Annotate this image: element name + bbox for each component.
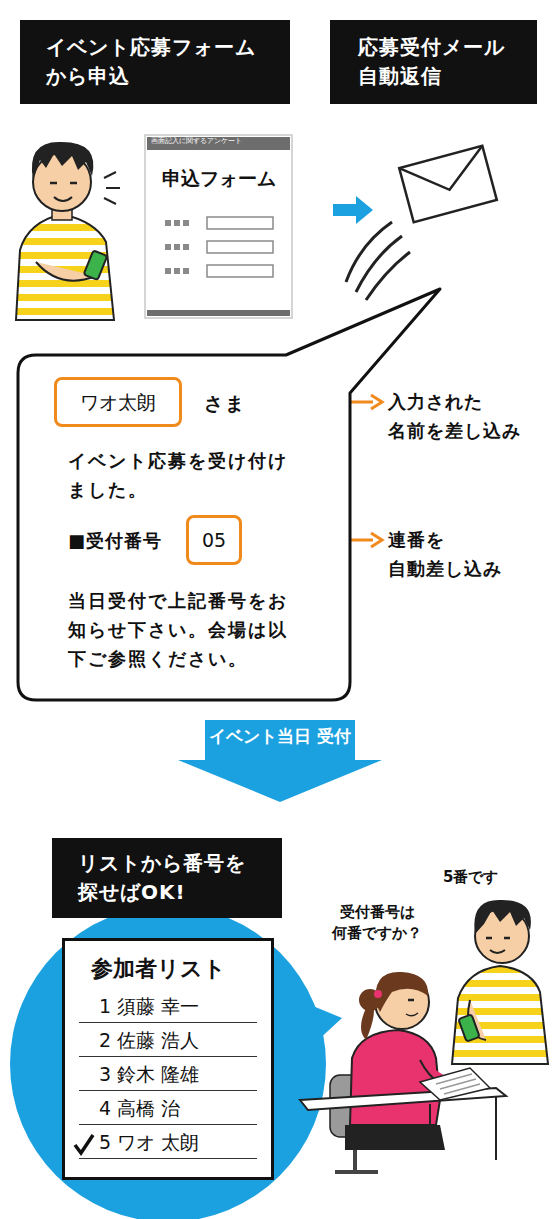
illustration-part bbox=[474, 900, 531, 934]
illustration-part bbox=[361, 1008, 374, 1040]
node-text: リストから番号を 探せばOK! bbox=[78, 849, 256, 907]
node-text-line: 5 ワオ 太朗 bbox=[79, 1125, 257, 1159]
annotation: 入力された 名前を差し込み bbox=[388, 388, 553, 446]
node-text-line: ■受付番号 bbox=[68, 527, 162, 556]
illustration-part bbox=[32, 142, 94, 180]
number-field: 05 bbox=[186, 515, 242, 565]
illustration-part bbox=[374, 990, 382, 998]
illustration-part bbox=[16, 214, 114, 320]
node-text-line: 申込フォーム bbox=[145, 165, 292, 192]
field-mark bbox=[183, 244, 189, 250]
illustration-part bbox=[420, 1068, 490, 1100]
desk bbox=[300, 1068, 506, 1160]
node-text: 05 bbox=[189, 527, 239, 554]
field-mark bbox=[174, 244, 180, 250]
man-figure bbox=[452, 900, 548, 1064]
annotation: 連番を 自動差し込み bbox=[388, 526, 553, 584]
tip-box: リストから番号を 探せばOK! bbox=[52, 838, 282, 918]
man-figure bbox=[16, 142, 120, 320]
highlight-circle bbox=[10, 906, 326, 1219]
speech-text: 受付番号は 何番ですか？ bbox=[318, 902, 436, 944]
speech-text: 5番です bbox=[443, 868, 498, 887]
mail-bubble: さまイベント応募を受け付けました。 ■受付番号当日受付で上記番号をお知らせ下さい。… bbox=[18, 355, 350, 700]
illustration-part bbox=[50, 182, 77, 185]
woman-figure bbox=[330, 972, 470, 1172]
circle-pointer bbox=[308, 1004, 342, 1042]
motion-lines bbox=[346, 222, 410, 300]
check-mark bbox=[75, 1135, 93, 1153]
illustration-part bbox=[399, 146, 491, 201]
field-mark bbox=[183, 220, 189, 226]
form-card: 画面記入に関するアンケート申込フォーム bbox=[145, 135, 292, 318]
speech-bubble-outline bbox=[18, 289, 440, 700]
field-input bbox=[207, 217, 273, 229]
node-text-line: 4 高橋 治 bbox=[79, 1091, 257, 1125]
leader-arrowhead bbox=[371, 395, 382, 409]
illustration-part bbox=[430, 1096, 496, 1160]
field-mark bbox=[183, 268, 189, 274]
illustration-part bbox=[406, 1013, 418, 1016]
node-text-line: イベント応募を受け付けました。 bbox=[68, 447, 300, 505]
illustration-part bbox=[350, 1030, 440, 1125]
node-text: イベント当日 受付 bbox=[205, 725, 355, 747]
field-mark bbox=[174, 268, 180, 274]
step-box: 応募受付メール 自動返信 bbox=[330, 20, 537, 104]
envelope-icon bbox=[399, 146, 497, 222]
illustration-part bbox=[399, 146, 497, 222]
node-text-line: 1 須藤 幸一 bbox=[79, 989, 257, 1023]
day-arrow: イベント当日 受付 bbox=[178, 720, 382, 802]
illustration-part bbox=[376, 972, 429, 1012]
field-input bbox=[207, 241, 273, 253]
node-text: さま bbox=[204, 388, 246, 418]
flow-arrow bbox=[333, 196, 373, 224]
field-mark bbox=[165, 244, 171, 250]
field-mark bbox=[165, 268, 171, 274]
field-mark bbox=[165, 220, 171, 226]
illustration-part bbox=[458, 1014, 479, 1041]
participant-list: 参加者リスト1 須藤 幸一2 佐藤 浩人3 鈴木 隆雄4 高橋 治5 ワオ 太朗 bbox=[62, 938, 274, 1180]
step-box: イベント応募フォーム から申込 bbox=[20, 20, 290, 104]
name-field: ワオ太朗 bbox=[54, 377, 182, 427]
illustration-part bbox=[436, 1074, 480, 1094]
node-text: 画面記入に関するアンケート bbox=[151, 136, 242, 147]
node-text-line: 2 佐藤 浩人 bbox=[79, 1023, 257, 1057]
illustration-part bbox=[408, 999, 414, 1002]
field-input bbox=[207, 265, 273, 277]
down-arrow-shape bbox=[178, 720, 382, 802]
card-header bbox=[147, 137, 290, 150]
node-text-line: 3 鈴木 隆雄 bbox=[79, 1057, 257, 1091]
field-mark bbox=[174, 220, 180, 226]
illustration-part bbox=[452, 966, 548, 1064]
node-text: ワオ太朗 bbox=[57, 389, 179, 416]
leader-arrowhead bbox=[371, 533, 382, 547]
illustration-part bbox=[104, 172, 120, 204]
node-shape bbox=[145, 135, 292, 318]
illustration-part bbox=[486, 937, 510, 940]
node-text: 参加者リスト bbox=[65, 949, 271, 989]
illustration-part bbox=[54, 197, 72, 201]
illustration-part bbox=[84, 250, 108, 280]
node-text-line: 当日受付で上記番号をお知らせ下さい。会場は以下ご参照ください。 bbox=[68, 587, 300, 673]
illustration-part bbox=[359, 989, 381, 1011]
illustration-part bbox=[490, 950, 505, 953]
node-text: イベント応募フォーム から申込 bbox=[46, 33, 264, 91]
card-frame bbox=[145, 135, 292, 318]
card-footer bbox=[147, 310, 290, 316]
node-text: 応募受付メール 自動返信 bbox=[358, 33, 509, 91]
